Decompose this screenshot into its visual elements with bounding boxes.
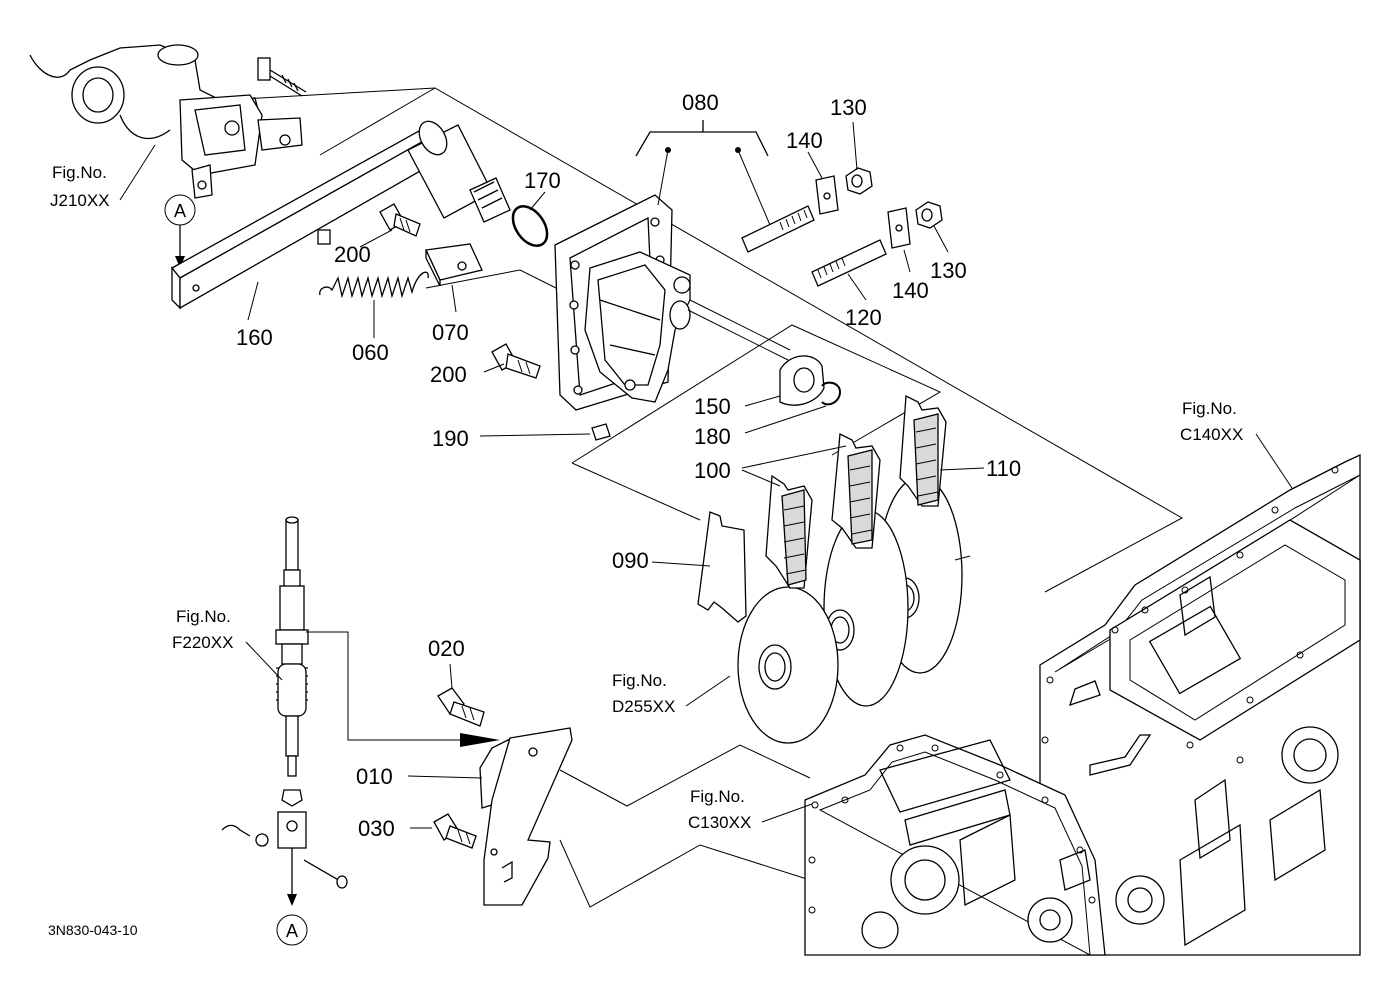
control-cable <box>221 516 348 906</box>
part-140-plate-lower <box>887 207 911 273</box>
label-010: 010 <box>356 764 393 789</box>
label-180: 180 <box>694 424 731 449</box>
arrow-down-icon <box>175 256 185 268</box>
part-110-pad <box>899 394 985 507</box>
connector-a-top: A <box>164 194 196 268</box>
label-130-lower: 130 <box>930 258 967 283</box>
part-120-stud-lower <box>811 239 887 301</box>
section-outline-disc-group <box>571 324 942 521</box>
label-200-lower: 200 <box>430 362 467 387</box>
svg-text:Fig.No.: Fig.No. <box>612 671 667 690</box>
part-150-cam <box>744 355 825 407</box>
label-140-lower: 140 <box>892 278 929 303</box>
label-020: 020 <box>428 636 465 661</box>
label-030: 030 <box>358 816 395 841</box>
fig-ref-f220: Fig.No. F220XX <box>172 607 283 681</box>
label-120: 120 <box>845 305 882 330</box>
part-080-cover-assembly <box>554 194 791 411</box>
label-100: 100 <box>694 458 731 483</box>
part-030-bolt <box>410 813 477 849</box>
part-170-oring <box>511 191 549 247</box>
brake-disc-front <box>737 586 839 744</box>
svg-text:J210XX: J210XX <box>50 191 110 210</box>
fig-ref-c130: Fig.No. C130XX <box>688 787 813 832</box>
svg-text:A: A <box>174 201 186 221</box>
svg-text:Fig.No.: Fig.No. <box>176 607 231 626</box>
label-170: 170 <box>524 168 561 193</box>
part-010-bracket <box>407 727 573 906</box>
arrow-down-icon <box>287 894 297 906</box>
label-190: 190 <box>432 426 469 451</box>
case-front-bolt-holes <box>808 744 1096 914</box>
label-070: 070 <box>432 320 469 345</box>
part-100-pad-front <box>765 474 813 589</box>
label-200-upper: 200 <box>334 242 371 267</box>
part-140-plate-upper <box>807 151 839 215</box>
svg-text:F220XX: F220XX <box>172 633 233 652</box>
svg-text:D255XX: D255XX <box>612 697 675 716</box>
label-090: 090 <box>612 548 649 573</box>
label-150: 150 <box>694 394 731 419</box>
transmission-case-rear <box>1039 453 1361 956</box>
label-140-upper: 140 <box>786 128 823 153</box>
svg-text:Fig.No.: Fig.No. <box>690 787 745 806</box>
part-130-nut-lower <box>915 201 949 253</box>
part-160-lever <box>171 120 511 321</box>
steering-housing-fragment <box>29 44 307 199</box>
label-110: 110 <box>986 456 1021 481</box>
svg-text:C140XX: C140XX <box>1180 425 1243 444</box>
section-outline-upper <box>225 87 1184 593</box>
svg-text:A: A <box>286 921 298 941</box>
fig-ref-j210: Fig.No. J210XX <box>50 144 156 210</box>
transmission-case-front <box>804 734 1106 956</box>
label-080: 080 <box>682 90 719 115</box>
part-180-clip <box>744 381 842 434</box>
label-160: 160 <box>236 325 273 350</box>
part-120-stud-upper <box>741 205 815 253</box>
part-070-bracket <box>425 243 483 313</box>
small-bolt-top <box>257 57 307 97</box>
part-060-spring <box>319 271 429 338</box>
svg-text:C130XX: C130XX <box>688 813 751 832</box>
case-rear-bolt-holes <box>1041 466 1339 824</box>
fig-ref-c140: Fig.No. C140XX <box>1180 399 1293 489</box>
svg-text:Fig.No.: Fig.No. <box>1182 399 1237 418</box>
part-020-bolt <box>437 663 485 727</box>
connector-a-bottom-circle <box>276 914 308 946</box>
label-130-upper: 130 <box>830 95 867 120</box>
diagram-id: 3N830-043-10 <box>48 922 138 938</box>
part-080-bracket <box>635 120 771 226</box>
cable-routing-arrow <box>306 631 500 747</box>
part-190-pin <box>479 423 611 441</box>
part-200-bolt-lower <box>483 343 541 379</box>
part-130-nut-upper <box>845 121 873 195</box>
section-outline-lower <box>559 744 811 908</box>
fig-ref-d255: Fig.No. D255XX <box>612 671 731 716</box>
part-200-bolt-upper <box>359 203 421 248</box>
arrow-right-icon <box>460 733 500 747</box>
part-100-pad-rear <box>741 432 881 549</box>
label-060: 060 <box>352 340 389 365</box>
part-090-plate <box>651 511 747 623</box>
connector-a-bottom: A <box>276 914 308 946</box>
svg-text:Fig.No.: Fig.No. <box>52 163 107 182</box>
